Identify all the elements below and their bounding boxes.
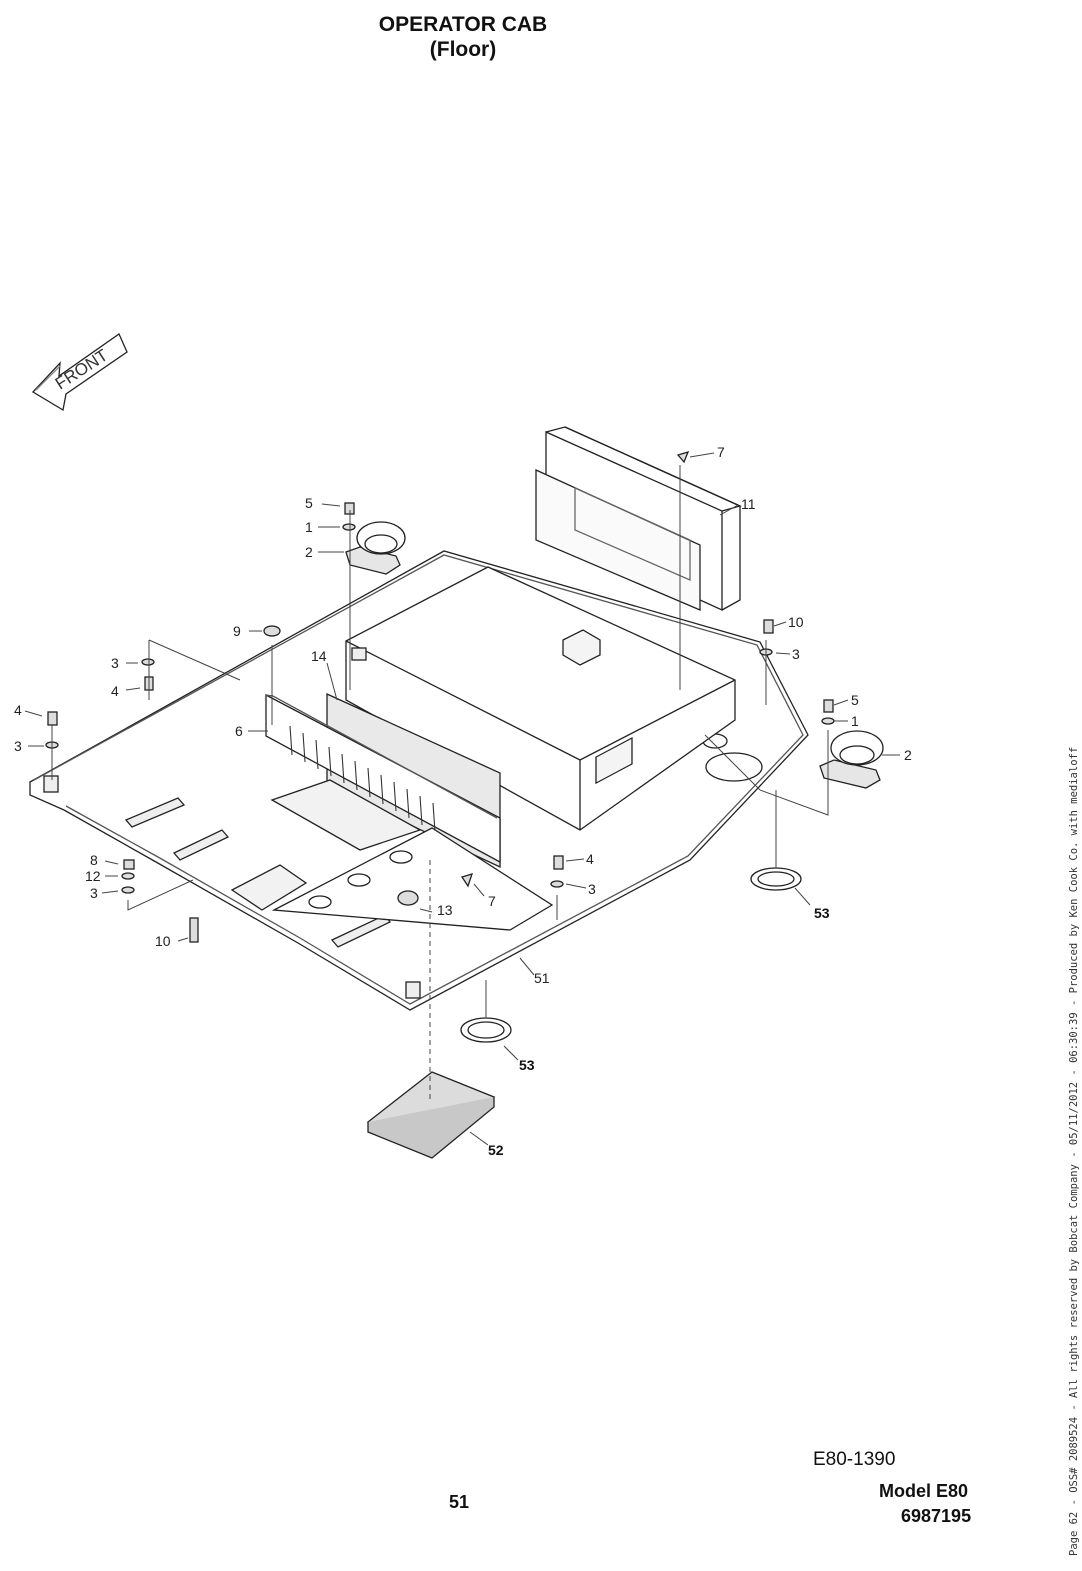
console-box: [345, 566, 736, 831]
callout-2: 2: [904, 747, 912, 763]
front-tray: [270, 779, 554, 931]
callout-4: 4: [111, 683, 119, 699]
callout-3: 3: [111, 655, 119, 671]
callout-5: 5: [851, 692, 859, 708]
front-arrow-icon: [31, 333, 128, 412]
callout-8: 8: [90, 852, 98, 868]
leader-lines: [24, 452, 900, 1146]
callout-53: 53: [814, 905, 830, 921]
callout-3: 3: [14, 738, 22, 754]
page-title: OPERATOR CAB: [378, 13, 548, 36]
seal-rings: [460, 867, 802, 1043]
callout-13: 13: [437, 902, 453, 918]
callout-5: 5: [305, 495, 313, 511]
callout-4: 4: [14, 702, 22, 718]
callout-1: 1: [305, 519, 313, 535]
model-label: Model E80: [879, 1481, 969, 1501]
drawing-id: E80-1390: [813, 1449, 896, 1470]
callout-10: 10: [788, 614, 804, 630]
grille-assembly: [265, 692, 501, 869]
callout-11: 11: [741, 496, 756, 512]
callout-12: 12: [85, 868, 101, 884]
callout-3: 3: [588, 881, 596, 897]
callout-53: 53: [519, 1057, 535, 1073]
air-duct: [535, 426, 742, 612]
callout-7: 7: [488, 893, 496, 909]
callout-1: 1: [851, 713, 859, 729]
callout-51: 51: [534, 970, 550, 986]
callout-52: 52: [488, 1142, 504, 1158]
callout-4: 4: [586, 851, 594, 867]
copyright-footer: Page 62 - OSS# 2089524 - All rights rese…: [1068, 746, 1080, 1556]
callout-14: 14: [311, 648, 327, 664]
page-number: 51: [449, 1492, 470, 1512]
callout-6: 6: [235, 723, 243, 739]
mount-left: [345, 521, 406, 575]
floor-mat: [366, 1071, 496, 1159]
callout-2: 2: [305, 544, 313, 560]
callout-3: 3: [792, 646, 800, 662]
callout-10: 10: [155, 933, 171, 949]
callout-7: 7: [717, 444, 725, 460]
callout-9: 9: [233, 623, 241, 639]
callout-3: 3: [90, 885, 98, 901]
page-subtitle: (Floor): [429, 38, 497, 61]
part-number: 6987195: [901, 1506, 972, 1526]
mount-right: [819, 730, 884, 789]
